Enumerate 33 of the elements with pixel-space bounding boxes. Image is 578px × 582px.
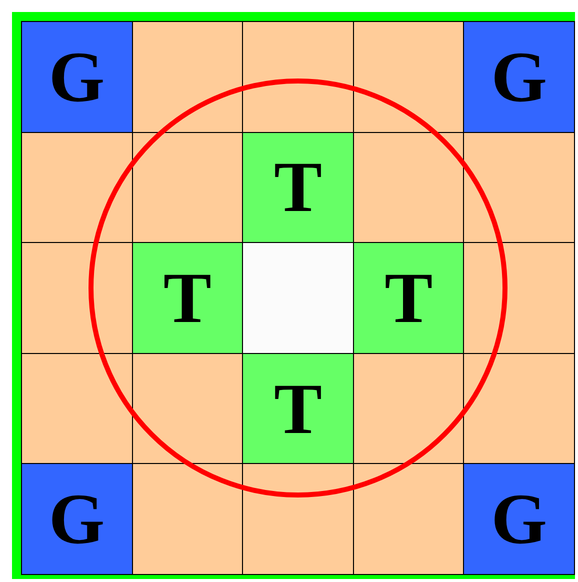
letter: G <box>491 40 548 113</box>
letter: T <box>274 151 322 224</box>
grid-cell <box>352 352 464 464</box>
grid-cell <box>463 463 575 575</box>
grid-cell <box>242 132 354 244</box>
letter: T <box>384 262 433 334</box>
grid-cell <box>463 352 575 464</box>
grid-cell <box>352 463 464 575</box>
grid-cell <box>242 242 354 354</box>
grid-cell <box>21 132 133 244</box>
grid-cell <box>352 132 464 244</box>
grid-cell <box>132 463 244 575</box>
letter: G <box>48 483 105 556</box>
letter: G <box>48 40 105 113</box>
grid-cell <box>463 132 575 244</box>
grid-cell <box>242 463 354 575</box>
letter: G <box>491 483 548 556</box>
grid-cell <box>21 463 133 575</box>
grid-cell <box>352 21 464 133</box>
letter: T <box>274 372 322 445</box>
grid-cell <box>132 21 244 133</box>
grid-cell <box>21 242 133 354</box>
grid-cell <box>352 242 464 354</box>
grid-cell <box>132 242 244 354</box>
letter: T <box>163 262 212 334</box>
grid-cell <box>242 21 354 133</box>
grid-cell <box>463 21 575 133</box>
grid-cell <box>132 352 244 464</box>
grid-cell <box>132 132 244 244</box>
grid-cell <box>242 352 354 464</box>
grid-cell <box>21 21 133 133</box>
grid-cell <box>21 352 133 464</box>
grid-cell <box>463 242 575 354</box>
